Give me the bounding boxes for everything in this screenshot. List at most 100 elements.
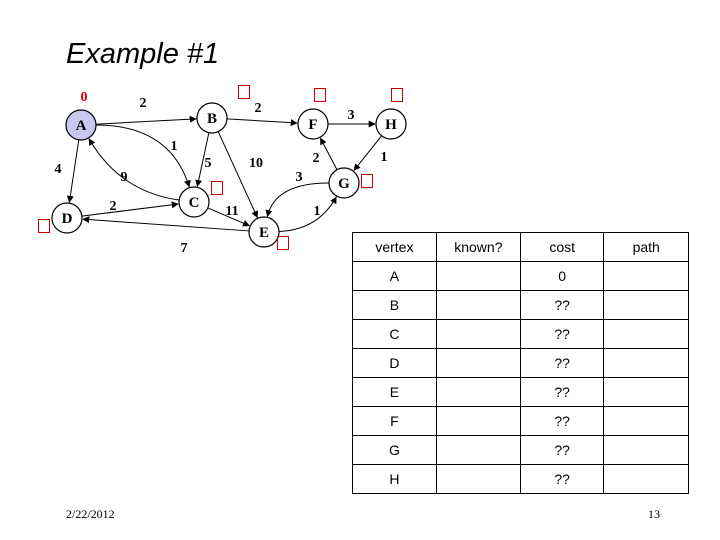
- path-cell: [603, 290, 689, 320]
- vertex-cell: D: [352, 348, 437, 378]
- table-row: B??: [352, 290, 689, 320]
- edge-e-g: [278, 196, 337, 232]
- node-circle: [248, 216, 280, 248]
- edge-weight-e-g: 1: [314, 204, 321, 219]
- unknown-marker-b: [238, 85, 250, 99]
- vertex-cell: E: [352, 377, 437, 407]
- edge-weight-h-g: 1: [381, 150, 388, 165]
- edge-g-e: [265, 182, 330, 218]
- node-circle: [297, 108, 329, 140]
- edge-a-b: [95, 115, 197, 125]
- known-cell: [435, 319, 521, 349]
- known-cell: [435, 464, 521, 494]
- path-cell: [603, 464, 689, 494]
- known-cell: [435, 435, 521, 465]
- cost-cell: ??: [519, 377, 605, 407]
- known-cell: [435, 406, 521, 436]
- node-c: C: [178, 186, 210, 218]
- vertex-cell: B: [352, 290, 437, 320]
- node-label: D: [62, 211, 73, 227]
- cost-cell: ??: [519, 348, 605, 378]
- edge-weight-a-d: 4: [55, 162, 62, 177]
- known-cell: [435, 377, 521, 407]
- path-cell: [603, 261, 689, 291]
- edge-weight-a-c: 1: [171, 139, 178, 154]
- node-label: G: [338, 176, 350, 192]
- table-row: G??: [352, 435, 689, 465]
- table-row: F??: [352, 406, 689, 436]
- edge-weight-e-d: 7: [181, 241, 188, 256]
- node-circle: [196, 102, 228, 134]
- path-cell: [603, 348, 689, 378]
- table-row: C??: [352, 319, 689, 349]
- node-label: H: [385, 117, 397, 133]
- vertex-cell: H: [352, 464, 437, 494]
- known-cell: [435, 261, 521, 291]
- node-d: D: [51, 202, 83, 234]
- node-circle: [375, 108, 407, 140]
- node-label: F: [308, 117, 317, 133]
- edge-b-e: [217, 131, 258, 219]
- table-row: H??: [352, 464, 689, 494]
- table-row: E??: [352, 377, 689, 407]
- edge-c-a: [88, 138, 180, 201]
- column-header-2: cost: [519, 232, 605, 262]
- edge-b-f: [226, 118, 298, 127]
- edge-a-d: [66, 139, 80, 203]
- unknown-marker-e: [277, 236, 289, 250]
- cost-cell: ??: [519, 464, 605, 494]
- vertex-cell: A: [352, 261, 437, 291]
- unknown-marker-f: [314, 88, 326, 102]
- node-label: A: [76, 118, 87, 134]
- edge-weight-b-f: 2: [255, 101, 262, 116]
- edge-weight-b-c: 5: [205, 156, 212, 171]
- vertex-cell: F: [352, 406, 437, 436]
- edge-g-f: [319, 137, 338, 170]
- slide-title: Example #1: [66, 38, 220, 70]
- edge-weight-b-e: 10: [249, 156, 263, 171]
- node-h: H: [375, 108, 407, 140]
- distance-label-a: 0: [81, 90, 88, 105]
- table-row: D??: [352, 348, 689, 378]
- node-circle: [51, 202, 83, 234]
- cost-cell: ??: [519, 319, 605, 349]
- node-f: F: [297, 108, 329, 140]
- column-header-3: path: [603, 232, 689, 262]
- cost-cell: 0: [519, 261, 605, 291]
- column-header-0: vertex: [352, 232, 437, 262]
- footer-date: 2/22/2012: [66, 507, 115, 521]
- edge-a-c: [95, 124, 191, 188]
- path-cell: [603, 435, 689, 465]
- edge-c-e: [207, 207, 250, 227]
- known-cell: [435, 348, 521, 378]
- edge-weight-a-b: 2: [140, 96, 147, 111]
- node-circle: [178, 186, 210, 218]
- cost-cell: ??: [519, 290, 605, 320]
- edge-weight-d-c: 2: [110, 199, 117, 214]
- node-label: C: [189, 195, 200, 211]
- node-label: E: [259, 225, 269, 241]
- node-circle: [328, 167, 360, 199]
- path-cell: [603, 377, 689, 407]
- edge-weight-g-e: 3: [296, 170, 303, 185]
- unknown-marker-h: [391, 88, 403, 102]
- known-cell: [435, 290, 521, 320]
- unknown-marker-g: [361, 174, 373, 188]
- vertex-cell: G: [352, 435, 437, 465]
- cost-cell: ??: [519, 435, 605, 465]
- edge-h-g: [353, 135, 383, 172]
- edge-weight-g-f: 2: [313, 151, 320, 166]
- page-number: 13: [648, 507, 660, 521]
- node-label: B: [207, 111, 217, 127]
- edge-d-c: [81, 201, 179, 217]
- node-g: G: [328, 167, 360, 199]
- edge-b-c: [195, 132, 210, 188]
- edge-weight-c-e: 11: [225, 204, 238, 219]
- node-a: A: [65, 109, 97, 141]
- edge-weight-c-a: 9: [121, 170, 128, 185]
- path-cell: [603, 319, 689, 349]
